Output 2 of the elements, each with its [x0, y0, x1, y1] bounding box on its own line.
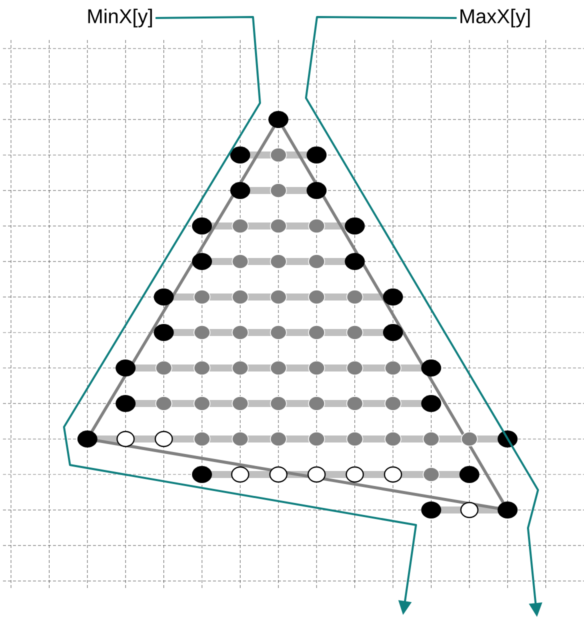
axis-label: MaxX[y]	[460, 8, 530, 28]
axis-label: MinX[y]	[88, 8, 152, 28]
